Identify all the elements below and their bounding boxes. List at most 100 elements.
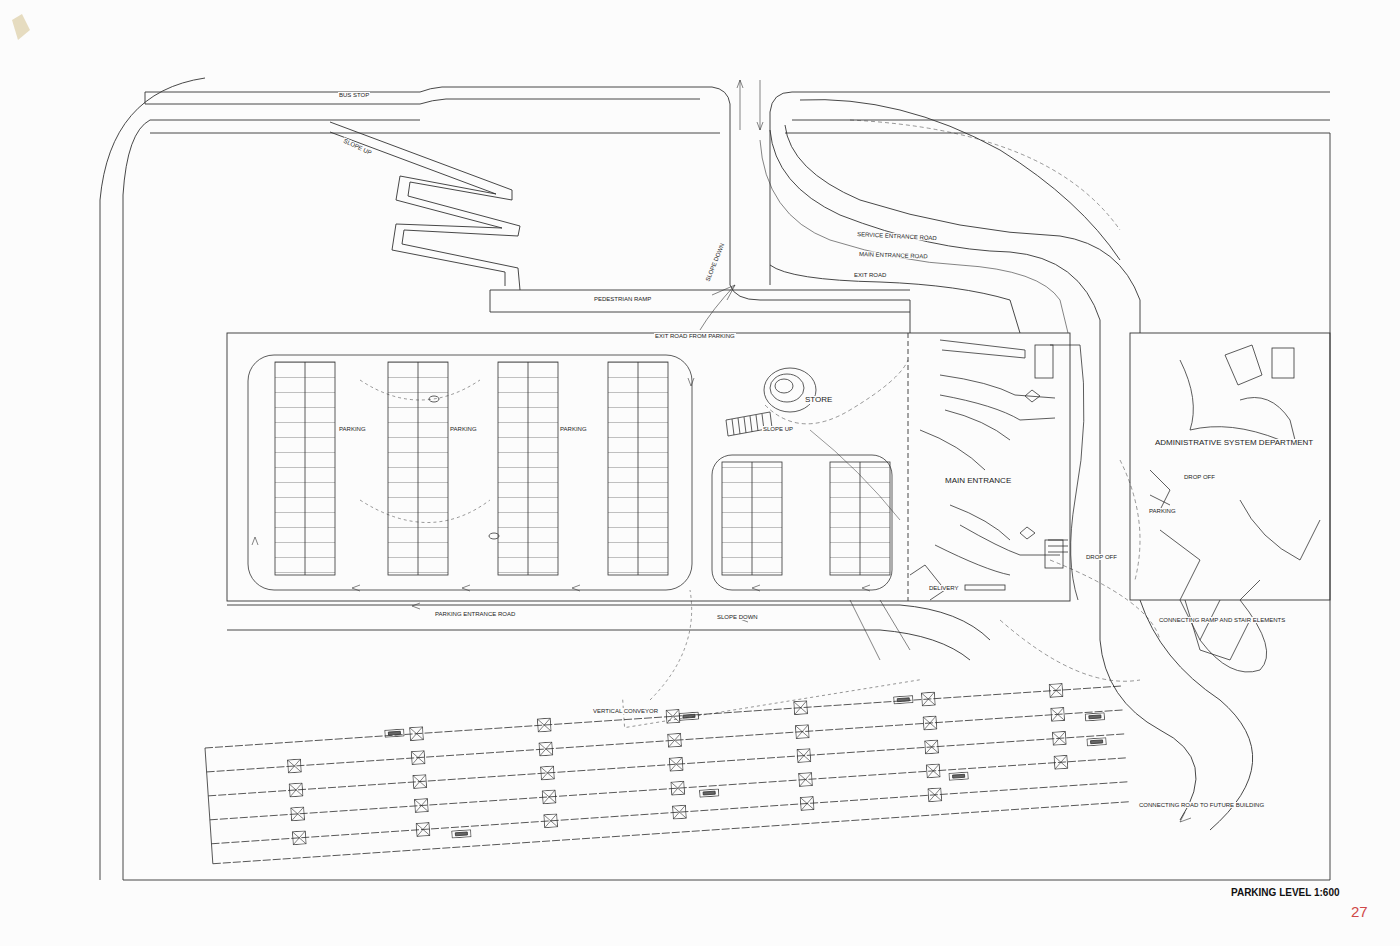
vertical-conveyor-grid bbox=[669, 757, 683, 771]
parking-building bbox=[227, 333, 1070, 601]
tape-mark bbox=[12, 14, 30, 40]
vertical-conveyor-grid bbox=[416, 823, 430, 837]
bus-stop-road bbox=[737, 80, 763, 130]
parking-building bbox=[412, 603, 748, 622]
pedestrian-ramp bbox=[520, 290, 910, 291]
main-entrance-plan bbox=[1050, 345, 1084, 600]
vertical-conveyor-grid bbox=[949, 772, 968, 780]
store-spiral bbox=[726, 360, 908, 520]
parking-rows bbox=[248, 355, 692, 590]
access-roads bbox=[712, 285, 735, 300]
vertical-conveyor-grid bbox=[623, 679, 924, 727]
vertical-conveyor-grid bbox=[211, 782, 1129, 844]
admin-department-plan bbox=[1120, 460, 1140, 580]
parking-rows bbox=[608, 362, 668, 575]
plan-label: EXIT ROAD bbox=[853, 272, 887, 278]
plan-label: PARKING bbox=[449, 426, 478, 432]
bus-stop-road bbox=[145, 99, 700, 104]
vertical-conveyor-grid bbox=[537, 718, 551, 732]
vertical-conveyor-grid bbox=[1052, 731, 1066, 745]
main-entrance-plan bbox=[1020, 527, 1035, 539]
vertical-conveyor-grid bbox=[414, 799, 428, 813]
access-roads bbox=[700, 100, 1253, 830]
main-entrance-plan bbox=[940, 340, 1025, 358]
site-boundary bbox=[123, 133, 1330, 880]
vertical-conveyor-grid bbox=[291, 807, 305, 821]
access-roads bbox=[800, 100, 1120, 260]
bus-stop-road bbox=[770, 92, 1330, 285]
parking-rows bbox=[418, 362, 419, 575]
admin-department-plan bbox=[1185, 600, 1250, 660]
main-entrance-plan bbox=[1048, 540, 1068, 552]
vertical-conveyor-grid bbox=[544, 814, 558, 828]
parking-rows bbox=[830, 462, 890, 575]
access-roads bbox=[770, 130, 1100, 640]
parking-rows bbox=[752, 462, 753, 575]
bus-stop-road bbox=[145, 87, 730, 285]
plan-label: SERVICE ENTRANCE ROAD bbox=[856, 231, 938, 241]
parking-rows bbox=[498, 362, 558, 575]
plan-label: DROP OFF bbox=[1183, 474, 1216, 480]
site-boundary bbox=[150, 120, 420, 121]
vertical-conveyor-grid bbox=[699, 789, 718, 797]
vertical-conveyor-grid bbox=[210, 758, 1128, 820]
plan-label: SLOPE UP bbox=[342, 137, 374, 156]
access-roads bbox=[730, 285, 910, 333]
store-spiral bbox=[775, 379, 793, 393]
main-entrance-plan bbox=[935, 545, 1010, 575]
site-boundary bbox=[100, 78, 1330, 880]
access-roads bbox=[770, 265, 1020, 333]
vertical-conveyor-grid bbox=[666, 709, 680, 723]
plan-label: DELIVERY bbox=[928, 585, 960, 591]
pedestrian-ramp bbox=[330, 122, 910, 312]
plan-label: DROP OFF bbox=[1085, 554, 1118, 560]
vertical-conveyor-grid bbox=[799, 773, 813, 787]
plan-label: VERTICAL CONVEYOR bbox=[592, 708, 659, 714]
main-entrance-plan bbox=[945, 410, 1010, 440]
access-roads bbox=[850, 120, 1120, 230]
admin-department-plan bbox=[1240, 398, 1295, 441]
vertical-conveyor-grid bbox=[542, 790, 556, 804]
vertical-conveyor-grid bbox=[205, 686, 1123, 748]
parking-building bbox=[1130, 333, 1330, 600]
parking-rows bbox=[429, 396, 439, 402]
vertical-conveyor-grid bbox=[921, 692, 935, 706]
plan-label: PARKING ENTRANCE ROAD bbox=[434, 611, 516, 617]
store-spiral bbox=[764, 368, 816, 412]
vertical-conveyor-grid bbox=[926, 764, 940, 778]
main-entrance-plan bbox=[1000, 560, 1160, 681]
bus-stop-road bbox=[792, 120, 1330, 121]
vertical-conveyor-grid bbox=[668, 733, 682, 747]
plan-label: BUS STOP bbox=[338, 92, 370, 98]
vertical-conveyor-grid bbox=[1085, 713, 1104, 721]
parking-building bbox=[227, 333, 1330, 660]
plan-label: CONNECTING ROAD TO FUTURE BUILDING bbox=[1138, 802, 1265, 808]
parking-rows bbox=[722, 462, 782, 575]
main-entrance-plan bbox=[910, 565, 945, 600]
plan-label: SLOPE DOWN bbox=[704, 241, 726, 283]
vertical-conveyor-grid bbox=[213, 802, 1131, 864]
vertical-conveyor-grid bbox=[679, 712, 698, 720]
vertical-conveyor-grid bbox=[1054, 755, 1068, 769]
drawing-title: PARKING LEVEL 1:600 bbox=[1230, 888, 1341, 898]
store-spiral bbox=[765, 360, 908, 424]
vertical-conveyor-grid bbox=[1051, 707, 1065, 721]
admin-department-plan bbox=[1150, 470, 1170, 510]
plan-label: MAIN ENTRANCE ROAD bbox=[858, 251, 929, 259]
vertical-conveyor-grid bbox=[289, 783, 303, 797]
vertical-conveyor-grid bbox=[541, 766, 555, 780]
vertical-conveyor-grid bbox=[925, 740, 939, 754]
vertical-conveyor-grid bbox=[1049, 684, 1063, 698]
parking-rows bbox=[275, 362, 335, 575]
store-spiral bbox=[726, 412, 772, 436]
plan-label: ADMINISTRATIVE SYSTEM DEPARTMENT bbox=[1154, 439, 1314, 447]
store-spiral bbox=[770, 374, 804, 402]
plan-label: EXIT ROAD FROM PARKING bbox=[654, 333, 736, 339]
vertical-conveyor-grid bbox=[413, 775, 427, 789]
vertical-conveyor-grid bbox=[794, 701, 808, 715]
vertical-conveyor-grid bbox=[205, 748, 213, 864]
vertical-conveyor-grid bbox=[410, 727, 424, 741]
access-roads bbox=[700, 285, 735, 330]
admin-department-plan bbox=[1272, 348, 1294, 378]
